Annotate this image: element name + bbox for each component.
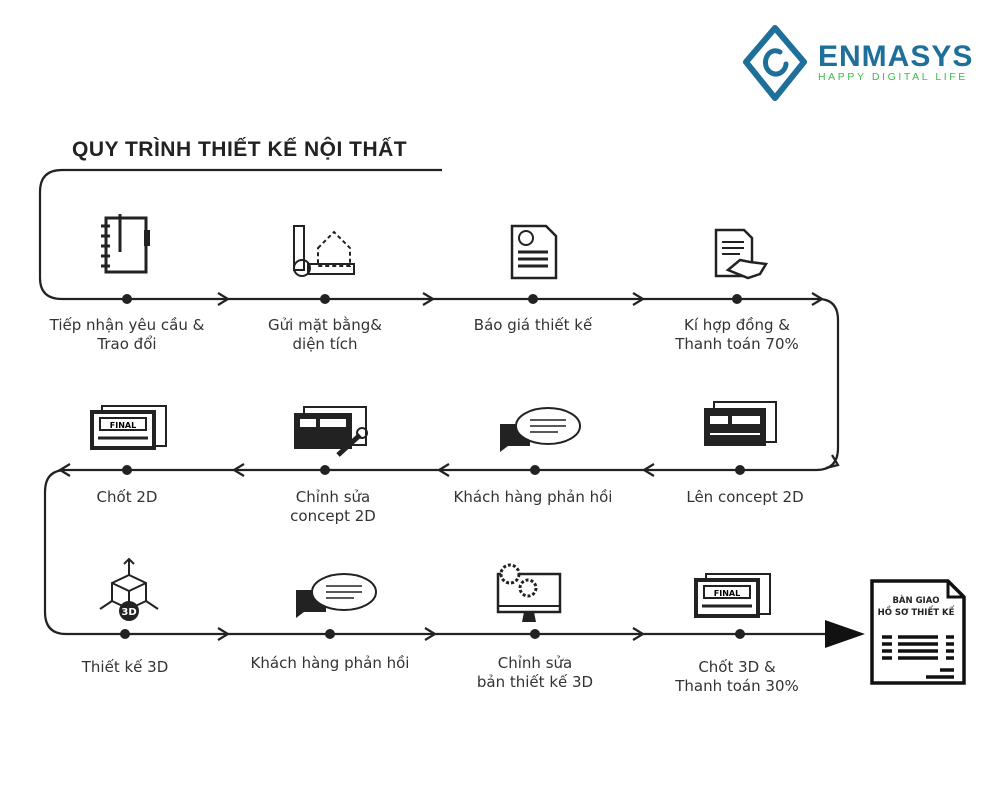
step-label: Kí hợp đồng &Thanh toán 70% — [637, 316, 837, 354]
step-label-line: Khách hàng phản hồi — [250, 654, 410, 672]
step-label: Thiết kế 3D — [25, 658, 225, 677]
contract-handshake-icon — [714, 228, 769, 280]
step-label: Tiếp nhận yêu cầu &Trao đổi — [27, 316, 227, 354]
notebook-icon — [101, 214, 150, 274]
brand-tagline: HAPPY DIGITAL LIFE — [818, 71, 968, 83]
step-label-line: Chốt 2D — [96, 488, 158, 506]
invoice-icon — [510, 224, 558, 280]
step-label-line: Thiết kế 3D — [81, 658, 169, 676]
handover-line-1: BÀN GIAO — [892, 596, 940, 606]
final-board-icon: FINAL — [694, 573, 771, 618]
step-label-line: bản thiết kế 3D — [476, 673, 594, 691]
floorplan-ruler-icon — [293, 225, 355, 277]
step-label: Khách hàng phản hồi — [433, 488, 633, 507]
3d-cube-icon: 3D — [99, 557, 159, 621]
step-label: Gửi mặt bằng&diện tích — [225, 316, 425, 354]
final-badge: FINAL — [110, 421, 136, 430]
step-label-line: Kí hợp đồng & — [684, 316, 790, 334]
step-label-line: diện tích — [292, 335, 358, 353]
step-label: Báo giá thiết kế — [433, 316, 633, 335]
step-label-line: Trao đổi — [97, 335, 157, 353]
handover-line-2: HỒ SƠ THIẾT KẾ — [877, 608, 955, 618]
step-label-line: Lên concept 2D — [686, 488, 804, 506]
step-label: Lên concept 2D — [645, 488, 845, 507]
monitor-gears-icon — [496, 563, 562, 622]
step-label: Khách hàng phản hồi — [230, 654, 430, 673]
step-label-line: Chỉnh sửa — [295, 488, 371, 506]
final-badge: FINAL — [714, 589, 740, 598]
handover-document-title: BÀN GIAO HỒ SƠ THIẾT KẾ — [866, 595, 966, 619]
step-label-line: Gửi mặt bằng& — [268, 316, 382, 334]
step-label-line: Khách hàng phản hồi — [453, 488, 613, 506]
brand-name: ENMASYS — [818, 40, 974, 73]
edit-board-wrench-icon — [294, 406, 368, 457]
step-label-line: Thanh toán 30% — [675, 677, 799, 695]
step-label-line: concept 2D — [290, 507, 376, 525]
page-title: QUY TRÌNH THIẾT KẾ NỘI THẤT — [72, 138, 408, 161]
step-label: Chốt 2D — [27, 488, 227, 507]
3d-badge: 3D — [121, 607, 136, 618]
step-label-line: Tiếp nhận yêu cầu & — [49, 316, 205, 334]
chat-bubble-icon — [500, 407, 581, 452]
step-label-line: Chỉnh sửa — [497, 654, 573, 672]
chat-bubble-icon — [296, 573, 377, 618]
enmasys-logo-icon — [743, 25, 807, 101]
step-label-line: Chốt 3D & — [698, 658, 776, 676]
handover-document-icon — [870, 579, 966, 685]
step-label-line: Thanh toán 70% — [675, 335, 799, 353]
final-board-icon: FINAL — [90, 405, 167, 450]
step-label: Chốt 3D &Thanh toán 30% — [637, 658, 837, 696]
step-label-line: Báo giá thiết kế — [473, 316, 593, 334]
concept-board-icon — [704, 401, 777, 446]
